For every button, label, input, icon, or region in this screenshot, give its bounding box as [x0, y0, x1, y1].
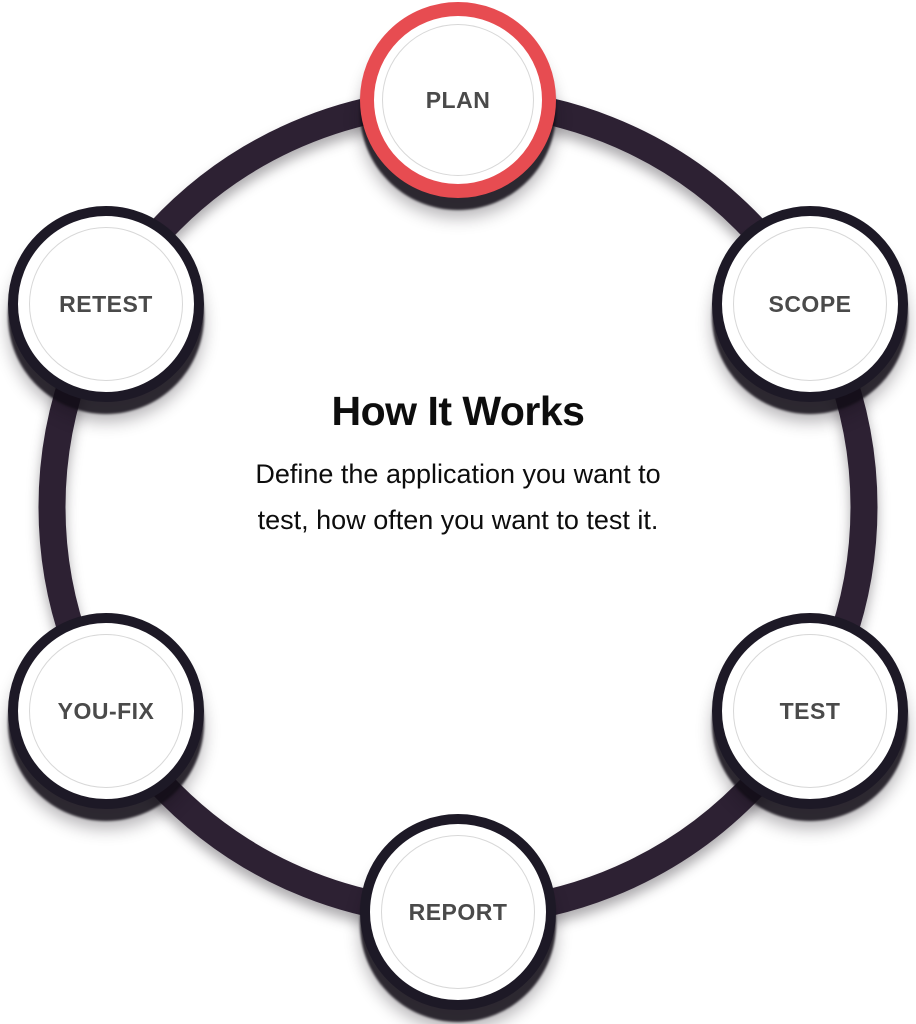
step-label-test: TEST: [779, 697, 841, 724]
step-label-plan: PLAN: [425, 86, 491, 113]
step-label-you-fix: YOU-FIX: [57, 697, 155, 724]
step-node-plan[interactable]: PLAN: [360, 2, 556, 198]
step-node-report[interactable]: REPORT: [360, 814, 556, 1010]
step-label-retest: RETEST: [59, 290, 153, 317]
step-node-you-fix[interactable]: YOU-FIX: [8, 613, 204, 809]
step-label-report: REPORT: [408, 898, 508, 925]
diagram-title: How It Works: [331, 388, 585, 434]
step-label-scope: SCOPE: [768, 290, 852, 317]
step-description: Define the application you want to test,…: [255, 459, 661, 536]
step-node-scope[interactable]: SCOPE: [712, 206, 908, 402]
step-node-retest[interactable]: RETEST: [8, 206, 204, 402]
center-copy: How It Works Define the application you …: [238, 388, 678, 544]
step-node-test[interactable]: TEST: [712, 613, 908, 809]
